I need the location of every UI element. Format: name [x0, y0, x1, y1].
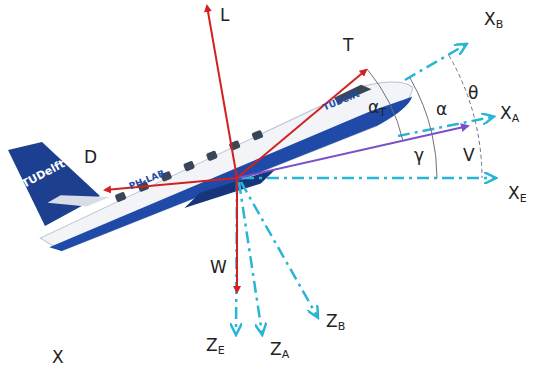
axis-label: XE — [508, 184, 527, 205]
weight-label: W — [210, 258, 227, 277]
angle-label: αT — [368, 98, 386, 119]
lift-label: L — [220, 6, 229, 25]
angle-label: θ — [468, 84, 478, 103]
velocity-label: V — [463, 146, 475, 165]
axis-label: ZE — [206, 336, 225, 357]
angle-label: γ — [414, 146, 424, 165]
axis-label: ZB — [326, 312, 345, 333]
thrust-label: T — [343, 36, 353, 55]
angle-label: α — [436, 100, 447, 119]
axis-label: XA — [500, 104, 519, 125]
drag-label: D — [84, 148, 97, 167]
axis-label: X — [52, 348, 64, 367]
axis-label: XB — [484, 10, 503, 31]
axis-label: ZA — [270, 340, 289, 361]
